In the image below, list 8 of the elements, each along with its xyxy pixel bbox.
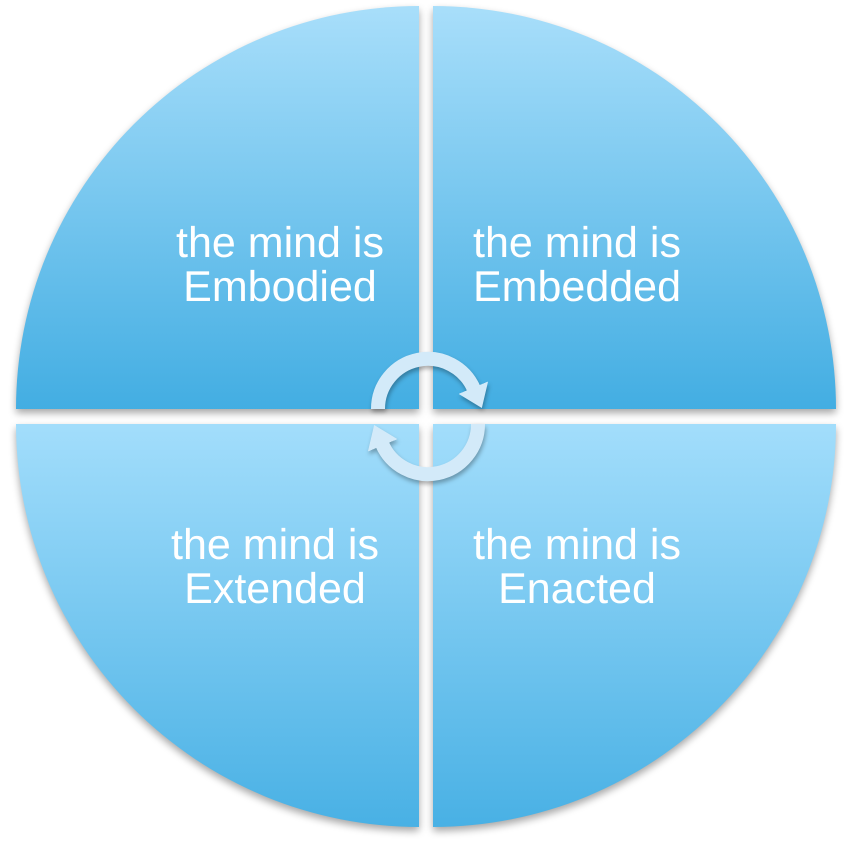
- quadrant-segment: [433, 424, 836, 827]
- node-label: the mind is Embedded: [472, 221, 682, 309]
- quadrant-segment: [16, 424, 419, 827]
- node-label: the mind is Enacted: [472, 523, 682, 611]
- node-label: the mind is Embodied: [175, 221, 385, 309]
- node-label: the mind is Extended: [170, 523, 380, 611]
- quadrant-segment: [16, 6, 419, 409]
- quadrant-segment: [433, 6, 836, 409]
